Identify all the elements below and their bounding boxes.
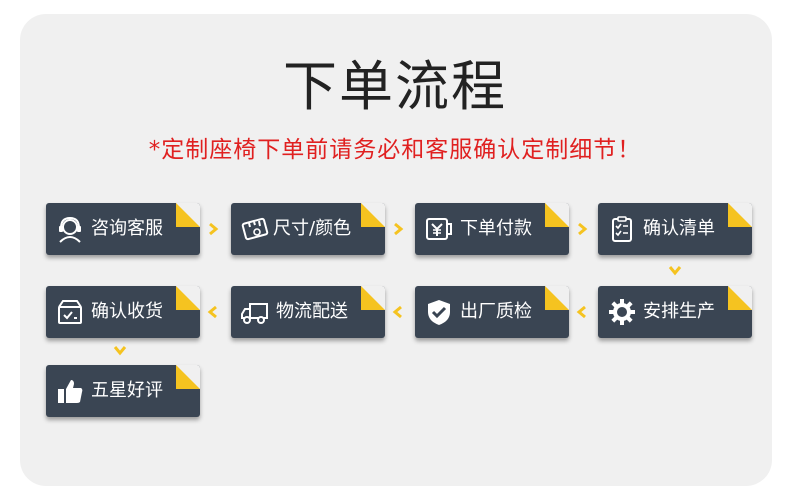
gear-icon [609, 299, 635, 325]
step-confirm-receipt: 确认收货 [46, 286, 200, 338]
fold-corner [545, 203, 569, 227]
step-label: 物流配送 [276, 301, 348, 322]
customer-service-icon [59, 216, 81, 243]
fold-corner [176, 286, 200, 310]
box-icon [58, 300, 82, 324]
step-label: 确认清单 [643, 218, 715, 239]
fold-corner [728, 203, 752, 227]
step-confirm-list: 确认清单 [598, 203, 752, 255]
arrow-right-icon [209, 222, 219, 236]
fold-corner [361, 286, 385, 310]
page-title: 下单流程 [283, 55, 507, 118]
step-label: 咨询客服 [91, 218, 163, 239]
fold-corner [361, 203, 385, 227]
step-consult: 咨询客服 [46, 203, 200, 255]
arrow-down-icon [668, 266, 682, 276]
arrow-right-icon [578, 222, 588, 236]
step-five-star-review: 五星好评 [46, 365, 200, 417]
step-order-pay: 下单付款 [415, 203, 569, 255]
step-label: 出厂质检 [460, 301, 532, 322]
fold-corner [728, 286, 752, 310]
arrow-right-icon [394, 222, 404, 236]
step-size-color: 尺寸/颜色 [231, 203, 385, 255]
arrow-left-icon [392, 305, 402, 319]
step-label: 确认收货 [91, 301, 163, 322]
arrow-left-icon [207, 305, 217, 319]
step-logistics: 物流配送 [231, 286, 385, 338]
fold-corner [176, 365, 200, 389]
step-label: 尺寸/颜色 [273, 218, 352, 239]
truck-icon [241, 303, 268, 324]
arrow-left-icon [576, 305, 586, 319]
page-subtitle: *定制座椅下单前请务必和客服确认定制细节！ [148, 137, 642, 163]
step-production: 安排生产 [598, 286, 752, 338]
step-label: 安排生产 [643, 301, 715, 322]
shield-check-icon [428, 300, 450, 325]
checklist-icon [612, 216, 632, 242]
arrow-down-icon [113, 346, 127, 356]
thumbs-up-icon [58, 380, 83, 403]
fold-corner [176, 203, 200, 227]
step-quality-check: 出厂质检 [415, 286, 569, 338]
step-label: 下单付款 [460, 218, 532, 239]
ruler-icon [241, 217, 269, 241]
payment-icon [426, 218, 452, 240]
step-label: 五星好评 [91, 380, 163, 401]
fold-corner [545, 286, 569, 310]
